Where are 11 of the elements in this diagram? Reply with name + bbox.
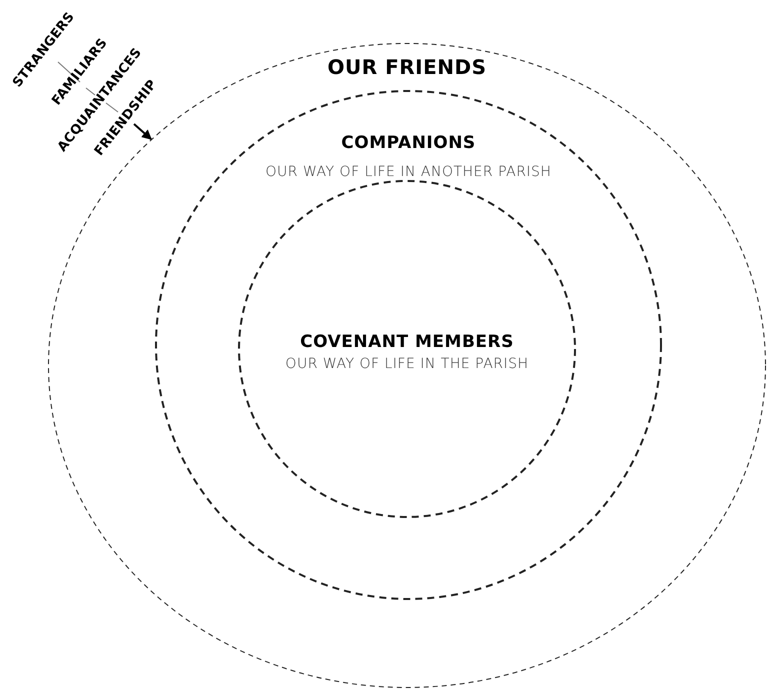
- arrow: [133, 123, 152, 140]
- dashed-circle: [155, 90, 662, 600]
- circle-subtitle: OUR WAY OF LIFE IN ANOTHER PARISH: [266, 164, 552, 180]
- circle-title: COVENANT MEMBERS: [300, 332, 514, 352]
- connector-line: [106, 102, 118, 112]
- circle-subtitle: OUR WAY OF LIFE IN THE PARISH: [285, 356, 529, 372]
- circle-title: OUR FRIENDS: [328, 55, 486, 79]
- connector-line: [86, 88, 96, 96]
- connector-line: [58, 62, 80, 82]
- circle-title: COMPANIONS: [341, 133, 476, 153]
- dashed-circle: [238, 180, 576, 518]
